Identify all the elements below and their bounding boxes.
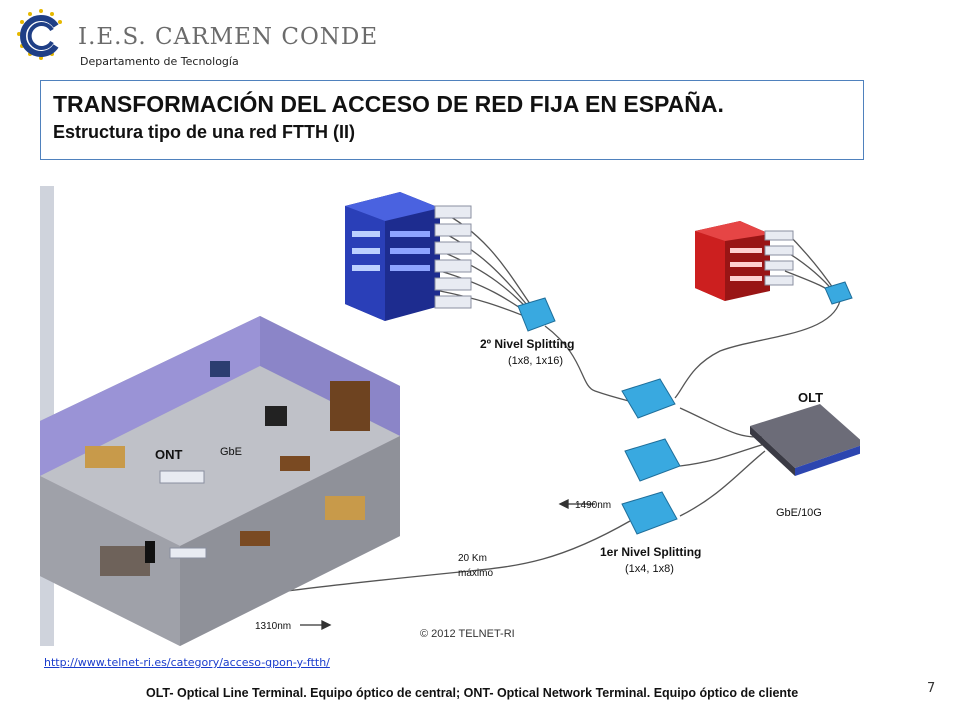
department-name: Departamento de Tecnología [80,55,239,68]
title-box: TRANSFORMACIÓN DEL ACCESO DE RED FIJA EN… [40,80,864,160]
label-copyright: © 2012 TELNET-RI [420,628,515,640]
footer-note: OLT- Optical Line Terminal. Equipo óptic… [146,686,799,700]
label-second-level-ratio: (1x8, 1x16) [508,355,563,367]
carmen-conde-emblem-icon [17,9,62,60]
splitter-1st-c [621,491,678,535]
central-office-building-red [695,221,770,301]
house-cutaway [40,316,400,646]
rack-units-red [764,230,794,286]
splitter-2nd-level [517,297,556,332]
label-ont: ONT [155,447,183,462]
school-logo: I.E.S. CARMEN CONDE Departamento de Tecn… [8,6,377,68]
page-number: 7 [927,681,936,696]
label-olt: OLT [798,390,823,405]
school-name: I.E.S. CARMEN CONDE [78,24,379,50]
label-first-level-ratio: (1x4, 1x8) [625,563,674,575]
ftth-network-diagram: ONT GbE 2º Nivel Splitting (1x8, 1x16) 1… [40,186,860,646]
source-link[interactable]: http://www.telnet-ri.es/category/acceso-… [44,656,330,669]
central-office-building-blue [345,192,440,321]
label-olt-rate: GbE/10G [776,507,822,519]
rack-units-blue [434,205,472,309]
signal-arrows [300,498,595,631]
label-gbe: GbE [220,446,242,458]
label-downstream: 1490nm [575,500,611,511]
label-distance-note: máximo [458,568,493,579]
label-first-level: 1er Nivel Splitting [600,545,701,559]
splitter-red-building [824,281,853,305]
label-second-level: 2º Nivel Splitting [480,337,574,351]
splitter-1st-b [624,438,681,482]
page-title: TRANSFORMACIÓN DEL ACCESO DE RED FIJA EN… [53,91,724,117]
page-subtitle: Estructura tipo de una red FTTH (II) [53,122,356,142]
label-upstream: 1310nm [255,621,291,632]
olt-device [750,404,860,476]
label-distance: 20 Km [458,553,487,564]
splitter-1st-a [621,378,676,419]
